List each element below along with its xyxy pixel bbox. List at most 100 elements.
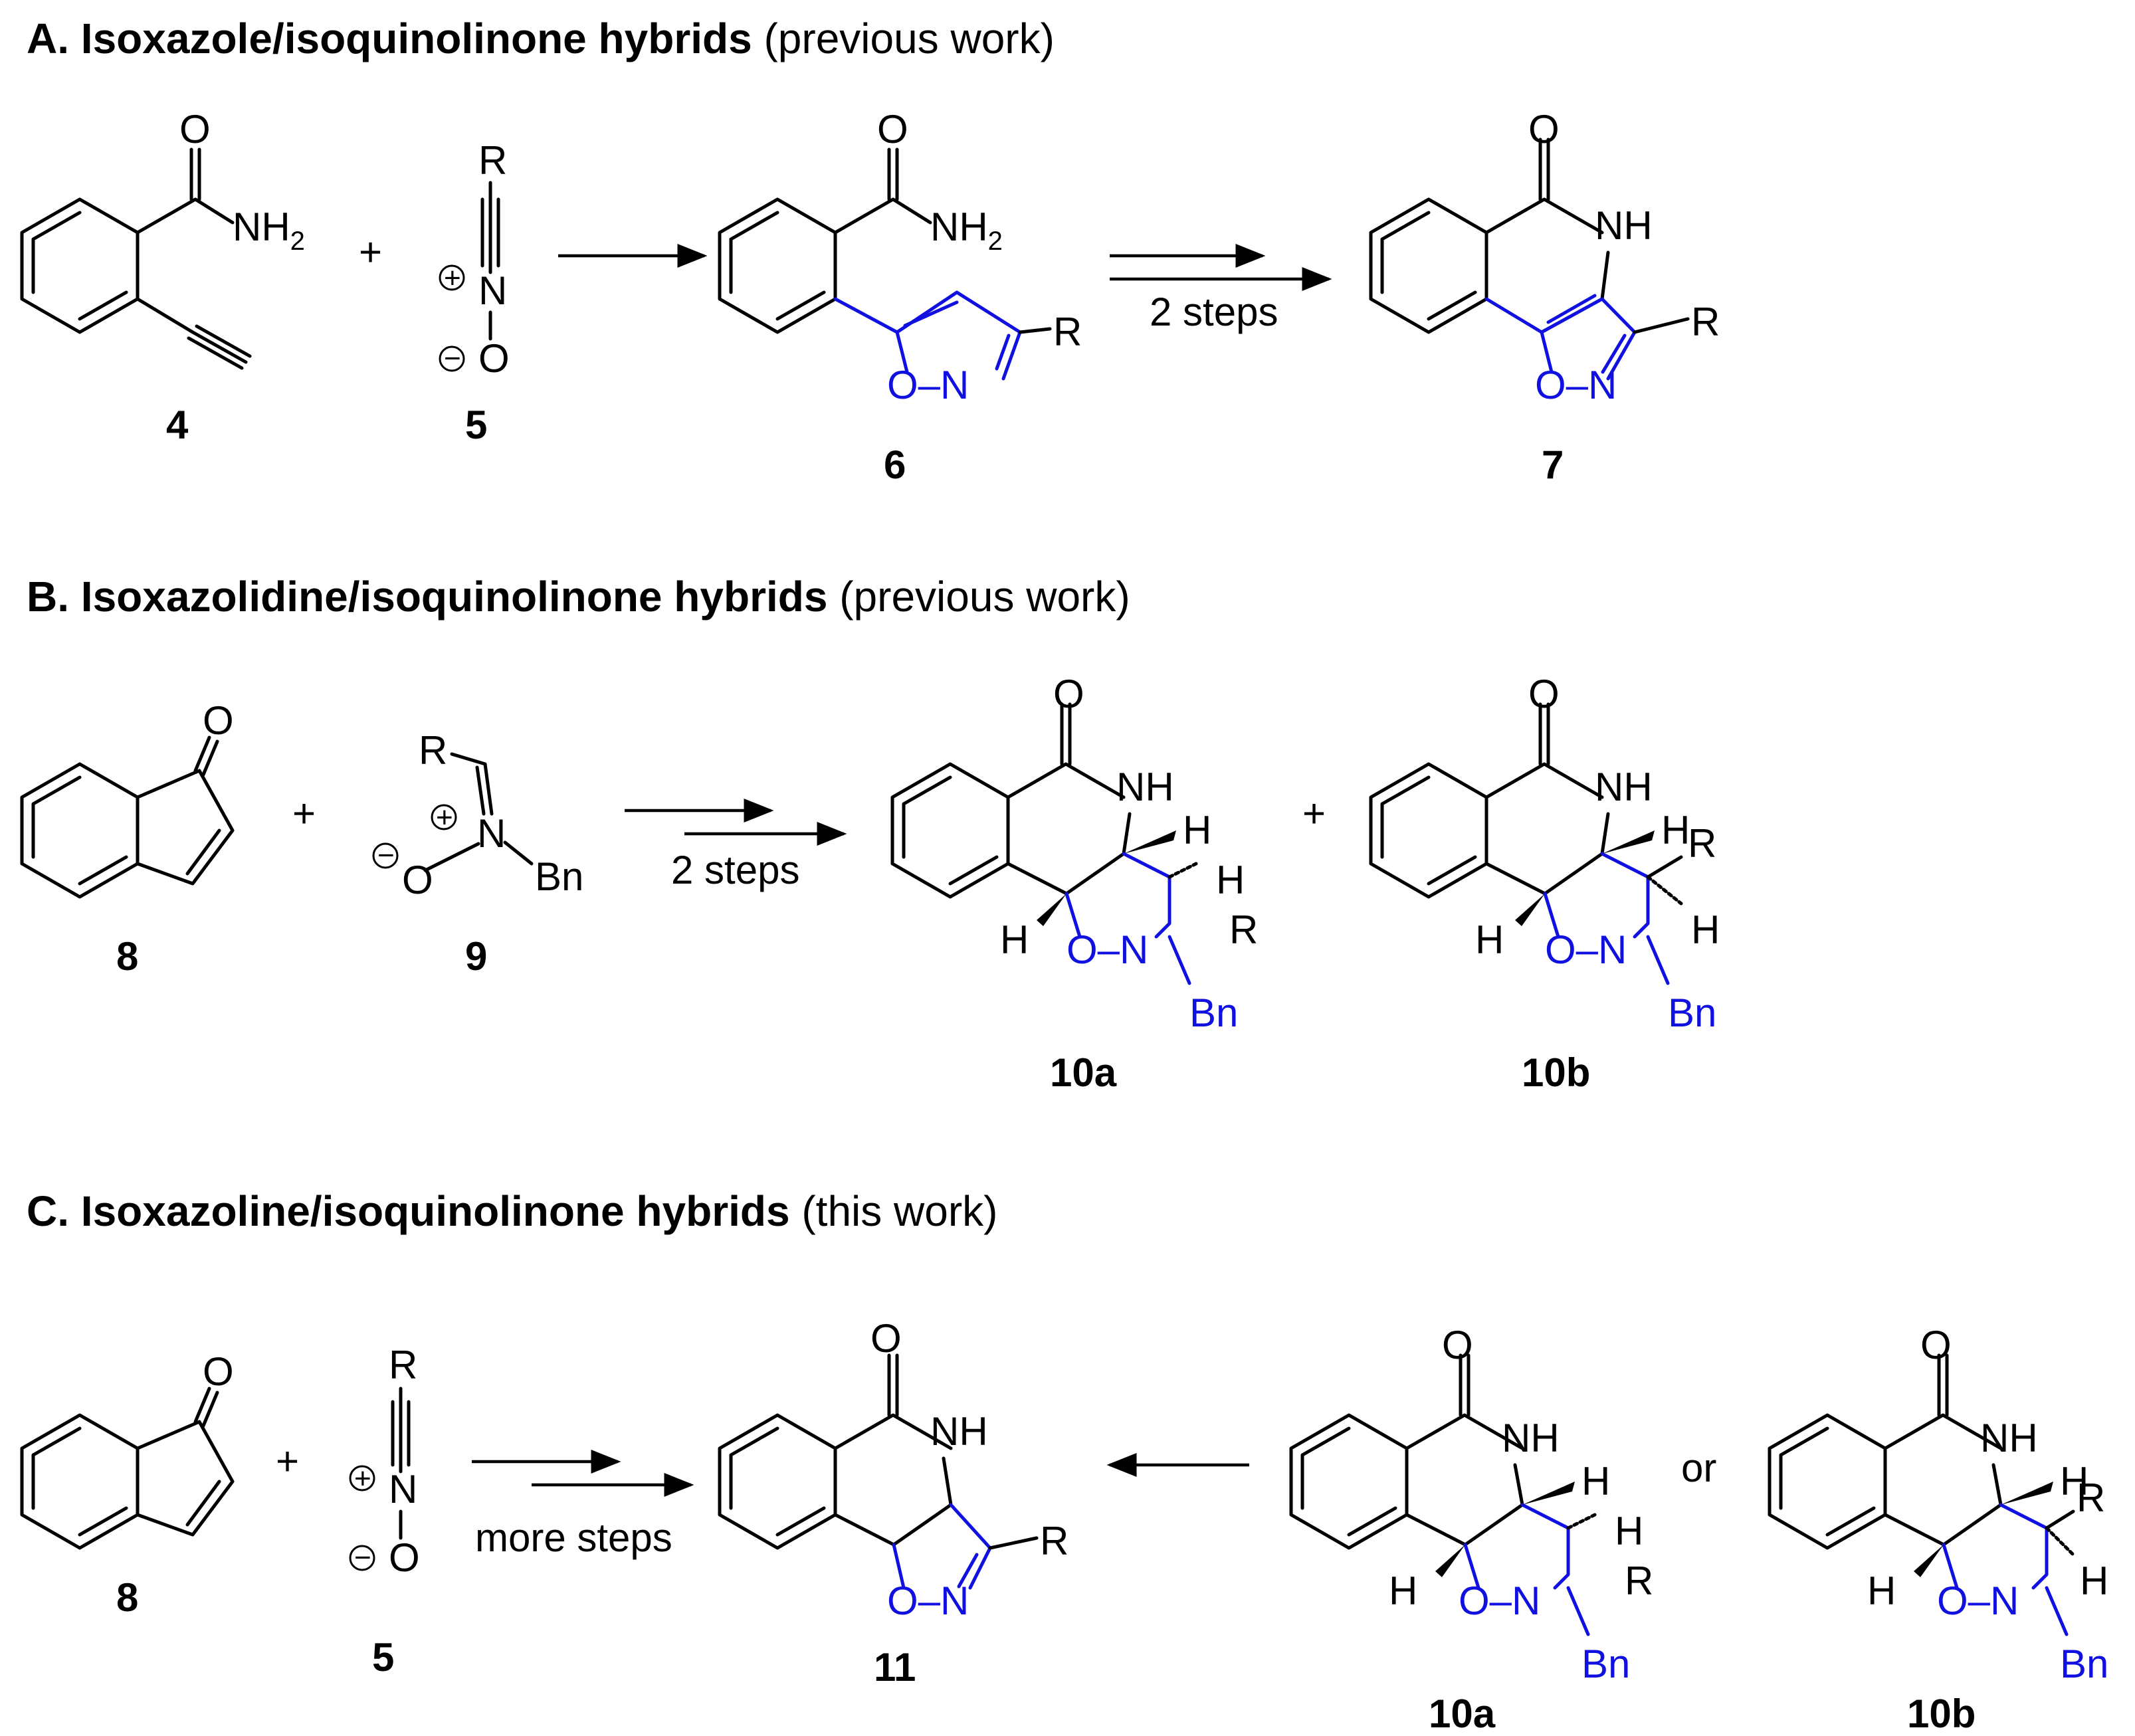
lactam-nh: NH [930,1409,988,1454]
section-a: A. Isoxazole/isoquinolinone hybrids (pre… [20,15,1720,487]
compound-9: R N O Bn + − 9 [372,728,583,979]
atom-bn: Bn [535,854,583,899]
lactam-nh: NH [1595,765,1653,809]
svg-text:−: − [444,342,461,375]
atom-h: H [1615,1509,1643,1553]
section-c: C. Isoxazoline/isoquinolinone hybrids (t… [20,1187,2108,1736]
atom-r: R [1053,310,1082,354]
atom-n: N [477,811,506,856]
atom-r: R [2077,1476,2105,1520]
arrow-label: 2 steps [1150,290,1278,334]
arrow-label: more steps [475,1515,672,1560]
atom-o: O [1053,672,1084,716]
compound-8: O 8 [20,698,235,979]
compound-10a: O NH H H H R O–N Bn 10a [1291,1323,1653,1736]
compound-8: O 8 [20,1349,235,1620]
svg-text:+: + [354,1462,371,1495]
atom-o: O [877,107,908,151]
atom-h: H [1691,908,1720,952]
atom-o: O [1528,672,1560,716]
atom-r: R [389,1343,417,1387]
arrow-label: 2 steps [671,848,799,892]
atom-o: O [203,698,234,743]
compound-6: O–N O NH2 R 6 [718,107,1082,487]
isoxazole-o-n: O–N [887,363,969,407]
atom-o: O [1528,107,1560,151]
compound-label-10b: 10b [1907,1691,1976,1736]
atom-o: O [389,1535,420,1580]
atom-o: O [203,1349,234,1394]
atom-h: H [1183,808,1211,852]
isoxazolidine-o-n: O–N [1937,1579,2019,1623]
compound-label-9: 9 [465,934,487,979]
section-a-title: A. Isoxazole/isoquinolinone hybrids (pre… [27,15,1055,62]
compound-label-10a: 10a [1050,1050,1117,1095]
compound-4: O NH2 4 [20,107,305,447]
atom-n: N [389,1467,417,1511]
atom-h: H [1389,1569,1417,1613]
compound-10a: O NH H H H R O–N Bn 10a [892,672,1258,1095]
atom-h: H [1581,1459,1610,1503]
section-c-title: C. Isoxazoline/isoquinolinone hybrids (t… [27,1187,997,1235]
isoxazolidine-o-n: O–N [1459,1579,1540,1623]
atom-r: R [1229,908,1258,952]
atom-h: H [1216,858,1245,902]
compound-10b: O NH H R H H O–N Bn 10b [1371,672,1720,1095]
plus-sign: + [359,230,382,274]
compound-label-8: 8 [116,1575,138,1620]
compound-label-5: 5 [465,403,487,447]
atom-r: R [478,138,507,183]
atom-h: H [1000,917,1029,962]
atom-bn: Bn [1581,1642,1630,1686]
atom-o: O [870,1316,902,1361]
svg-text:−: − [354,1541,371,1574]
compound-label-11: 11 [874,1645,916,1689]
compound-label-8: 8 [116,934,138,979]
compound-label-4: 4 [166,403,189,447]
lactam-nh: NH [1980,1416,2038,1460]
atom-h: H [2080,1559,2108,1603]
atom-o: O [402,858,433,902]
lactam-nh: NH [1116,765,1174,809]
atom-o: O [478,336,510,381]
atom-bn: Bn [2060,1642,2108,1686]
isoxazoline-o-n: O–N [887,1579,969,1623]
svg-text:−: − [377,839,395,872]
atom-o: O [1442,1323,1473,1367]
compound-7: O NH O–N R 7 [1371,107,1720,487]
section-b-title: B. Isoxazolidine/isoquinolinone hybrids … [27,573,1130,621]
or-text: or [1681,1446,1716,1490]
svg-text:+: + [444,262,461,294]
compound-label-6: 6 [884,442,906,487]
section-b: B. Isoxazolidine/isoquinolinone hybrids … [20,573,1720,1095]
atom-r: R [1691,300,1720,344]
atom-h: H [1867,1569,1896,1613]
atom-r: R [1040,1519,1068,1563]
compound-label-7: 7 [1542,442,1564,487]
atom-h: H [1661,808,1690,852]
amide-nh2: NH2 [930,205,1003,256]
isoxazolidine-o-n: O–N [1067,927,1148,972]
isoxazolidine-o-n: O–N [1545,927,1627,972]
atom-bn: Bn [1189,991,1238,1035]
compound-label-10b: 10b [1522,1050,1590,1095]
compound-10b: O NH H R H H O–N Bn 10b [1770,1323,2108,1736]
atom-h: H [1475,917,1504,962]
lactam-nh: NH [1502,1416,1560,1460]
svg-text:+: + [436,801,453,834]
compound-label-10a: 10a [1429,1691,1496,1736]
atom-h: H [2060,1459,2088,1503]
atom-o: O [179,107,211,151]
compound-label-5: 5 [372,1635,394,1680]
lactam-nh: NH [1595,203,1653,248]
compound-5: R N O + − 5 [439,138,510,447]
atom-r: R [1688,821,1716,866]
atom-r: R [1625,1559,1653,1603]
isoxazole-o-n: O–N [1535,363,1617,407]
atom-o: O [1920,1323,1952,1367]
compound-11: O NH R O–N 11 [720,1316,1068,1689]
atom-r: R [419,728,447,773]
plus-sign: + [276,1439,299,1484]
amide-nh2: NH2 [233,205,305,256]
